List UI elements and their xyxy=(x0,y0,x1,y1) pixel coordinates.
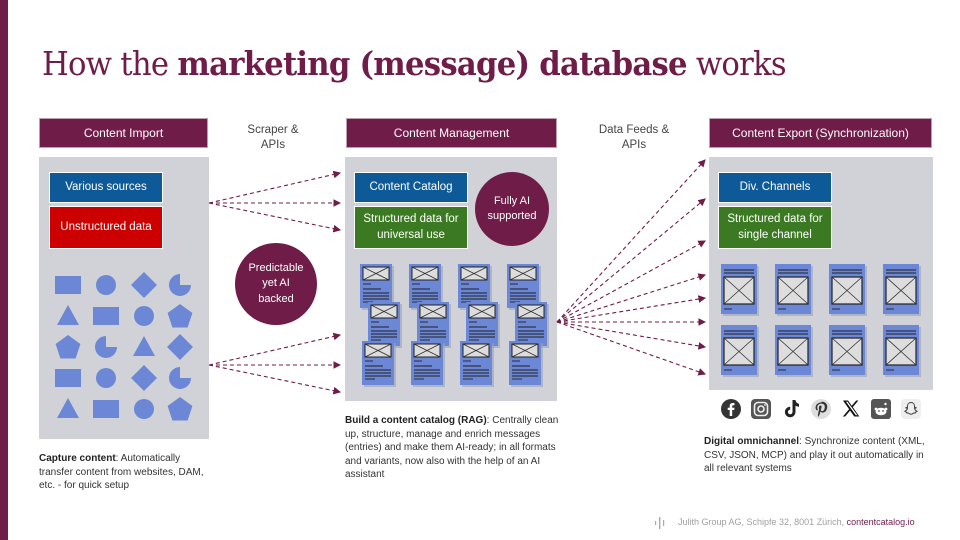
reddit-icon xyxy=(870,398,892,420)
catalog-document xyxy=(362,341,396,387)
instagram-icon xyxy=(750,398,772,420)
import-desc-bold: Capture content xyxy=(39,453,116,464)
channel-document xyxy=(883,325,921,377)
dashed-arrow xyxy=(208,170,342,204)
channel-document xyxy=(829,264,867,316)
channel-document xyxy=(775,325,813,377)
shape-pentagon xyxy=(167,304,193,328)
dashed-arrow xyxy=(556,321,707,350)
data-feeds-apis-label: Data Feeds & APIs xyxy=(598,124,670,151)
shape-rect xyxy=(93,400,119,418)
shape-pie xyxy=(95,336,117,358)
dashed-arrow xyxy=(556,240,706,323)
predictable-ai-circle: Predictable yet AI backed xyxy=(235,243,317,325)
shape-diamond xyxy=(167,334,193,360)
catalog-document xyxy=(509,341,543,387)
title-part1: How the xyxy=(42,44,178,83)
scraper-apis-label: Scraper & APIs xyxy=(247,124,299,151)
shape-diamond xyxy=(131,365,157,391)
export-desc-text: : Synchronize content (XML, CSV, JSON, M… xyxy=(704,436,925,474)
content-management-description: Build a content catalog (RAG): Centrally… xyxy=(345,414,560,482)
shape-circle xyxy=(96,275,116,295)
fully-ai-circle: Fully AI supported xyxy=(475,172,549,246)
facebook-icon xyxy=(720,398,742,420)
catalog-document xyxy=(460,341,494,387)
brand-side-bar xyxy=(0,0,8,540)
page-title: How the marketing (message) database wor… xyxy=(42,44,787,83)
content-catalog-box: Content Catalog xyxy=(354,172,468,203)
dashed-arrow xyxy=(556,321,707,376)
catalog-document xyxy=(515,302,549,348)
channel-document xyxy=(721,264,759,316)
channel-document xyxy=(829,325,867,377)
catalog-document xyxy=(409,264,443,310)
shape-triangle xyxy=(57,398,79,418)
catalog-document xyxy=(411,341,445,387)
snapchat-icon xyxy=(900,398,922,420)
shape-pie xyxy=(169,274,191,296)
footer-text: Julith Group AG, Schipfe 32, 8001 Zürich… xyxy=(678,517,847,527)
shape-triangle xyxy=(133,336,155,356)
management-desc-bold: Build a content catalog (RAG) xyxy=(345,415,487,426)
dashed-arrow xyxy=(556,159,706,323)
div-channels-box: Div. Channels xyxy=(718,172,832,203)
shape-diamond xyxy=(131,272,157,298)
shape-triangle xyxy=(57,305,79,325)
dashed-arrow xyxy=(556,198,706,323)
content-import-description: Capture content: Automatically transfer … xyxy=(39,452,214,493)
social-icons-row xyxy=(720,398,922,420)
management-desc-text: : Centrally clean up, structure, manage … xyxy=(345,415,559,480)
dashed-arrow xyxy=(556,273,707,323)
channel-document xyxy=(775,264,813,316)
dashed-arrow xyxy=(208,332,342,366)
dashed-arrow xyxy=(208,364,342,395)
content-export-header: Content Export (Synchronization) xyxy=(709,118,932,148)
title-bold: marketing (message) database xyxy=(177,44,687,83)
content-import-panel xyxy=(39,157,209,439)
shape-rect xyxy=(55,369,81,387)
structured-single-channel-box: Structured data for single channel xyxy=(718,206,832,249)
channel-document xyxy=(721,325,759,377)
import-desc-text: : Automatically transfer content from we… xyxy=(39,453,204,491)
shape-pentagon xyxy=(55,335,81,359)
shape-pentagon xyxy=(167,397,193,421)
unstructured-data-box: Unstructured data xyxy=(49,206,163,249)
dashed-arrow xyxy=(556,295,707,323)
shape-circle xyxy=(134,306,154,326)
content-import-header: Content Import xyxy=(39,118,208,148)
tiktok-icon xyxy=(780,398,802,420)
shape-circle xyxy=(96,368,116,388)
export-desc-bold: Digital omnichannel xyxy=(704,436,800,447)
footer-website-link[interactable]: contentcatalog.io xyxy=(846,517,915,527)
catalog-document xyxy=(417,302,451,348)
content-management-header: Content Management xyxy=(346,118,557,148)
shape-rect xyxy=(55,276,81,294)
pinterest-icon xyxy=(810,398,832,420)
footer-address: Julith Group AG, Schipfe 32, 8001 Zürich… xyxy=(678,517,915,527)
title-part2: works xyxy=(686,44,787,83)
catalog-document xyxy=(368,302,402,348)
content-export-description: Digital omnichannel: Synchronize content… xyxy=(704,435,929,476)
shape-rect xyxy=(93,307,119,325)
structured-universal-box: Structured data for universal use xyxy=(354,206,468,249)
dashed-arrow xyxy=(208,202,342,233)
shape-pie xyxy=(169,367,191,389)
catalog-document xyxy=(466,302,500,348)
shape-circle xyxy=(134,399,154,419)
company-logo-icon xyxy=(655,517,665,529)
x-icon xyxy=(840,398,862,420)
channel-document xyxy=(883,264,921,316)
various-sources-box: Various sources xyxy=(49,172,163,203)
